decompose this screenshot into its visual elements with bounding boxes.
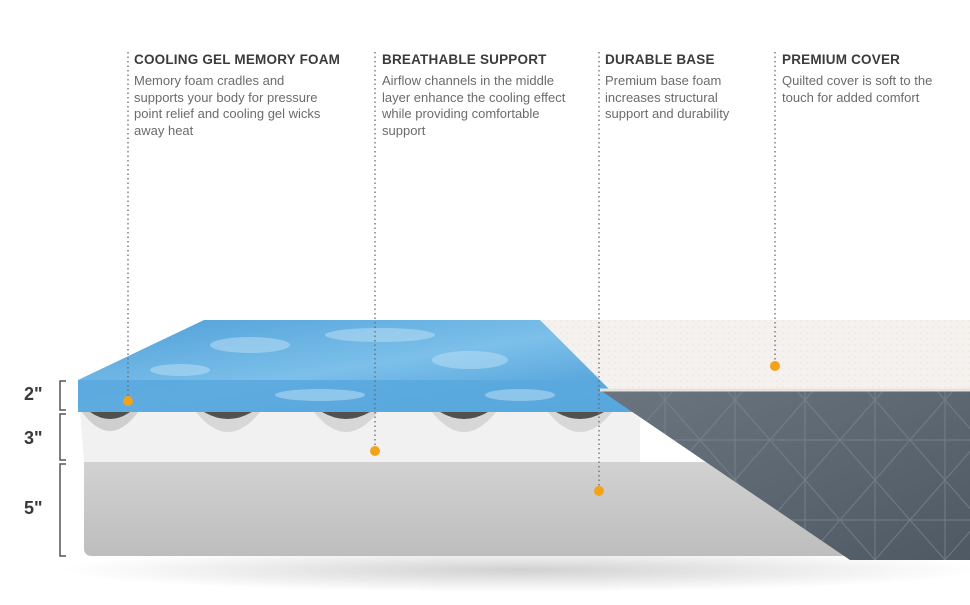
callout-desc: Quilted cover is soft to the touch for a… — [782, 73, 933, 105]
callout-breathable-support: BREATHABLE SUPPORT Airflow channels in t… — [382, 52, 577, 139]
callout-cooling-gel: COOLING GEL MEMORY FOAM Memory foam crad… — [134, 52, 341, 139]
airflow-channels — [82, 412, 612, 432]
premium-cover-top — [540, 320, 970, 390]
dimension-brackets — [59, 380, 66, 557]
callout-premium-cover: PREMIUM COVER Quilted cover is soft to t… — [782, 52, 942, 106]
base-foam-layer — [84, 462, 850, 556]
callout-dots — [123, 361, 780, 496]
callout-dot-gel — [123, 396, 133, 406]
callout-desc: Memory foam cradles and supports your bo… — [134, 73, 321, 138]
callout-dot-support — [370, 446, 380, 456]
dimension-label-bottom: 5" — [24, 498, 43, 518]
mattress-shadow — [60, 548, 970, 592]
callout-durable-base: DURABLE BASE Premium base foam increases… — [605, 52, 755, 123]
callout-title: COOLING GEL MEMORY FOAM — [134, 52, 341, 67]
dimension-label-middle: 3" — [24, 428, 43, 448]
callout-desc: Premium base foam increases structural s… — [605, 73, 730, 121]
callout-dot-cover — [770, 361, 780, 371]
dimension-label-top: 2" — [24, 384, 43, 404]
callout-title: BREATHABLE SUPPORT — [382, 52, 547, 67]
leader-lines — [127, 52, 776, 490]
callout-dot-base — [594, 486, 604, 496]
callout-desc: Airflow channels in the middle layer enh… — [382, 73, 566, 138]
gel-texture — [150, 328, 555, 401]
callout-title: PREMIUM COVER — [782, 52, 901, 67]
callout-title: DURABLE BASE — [605, 52, 715, 67]
